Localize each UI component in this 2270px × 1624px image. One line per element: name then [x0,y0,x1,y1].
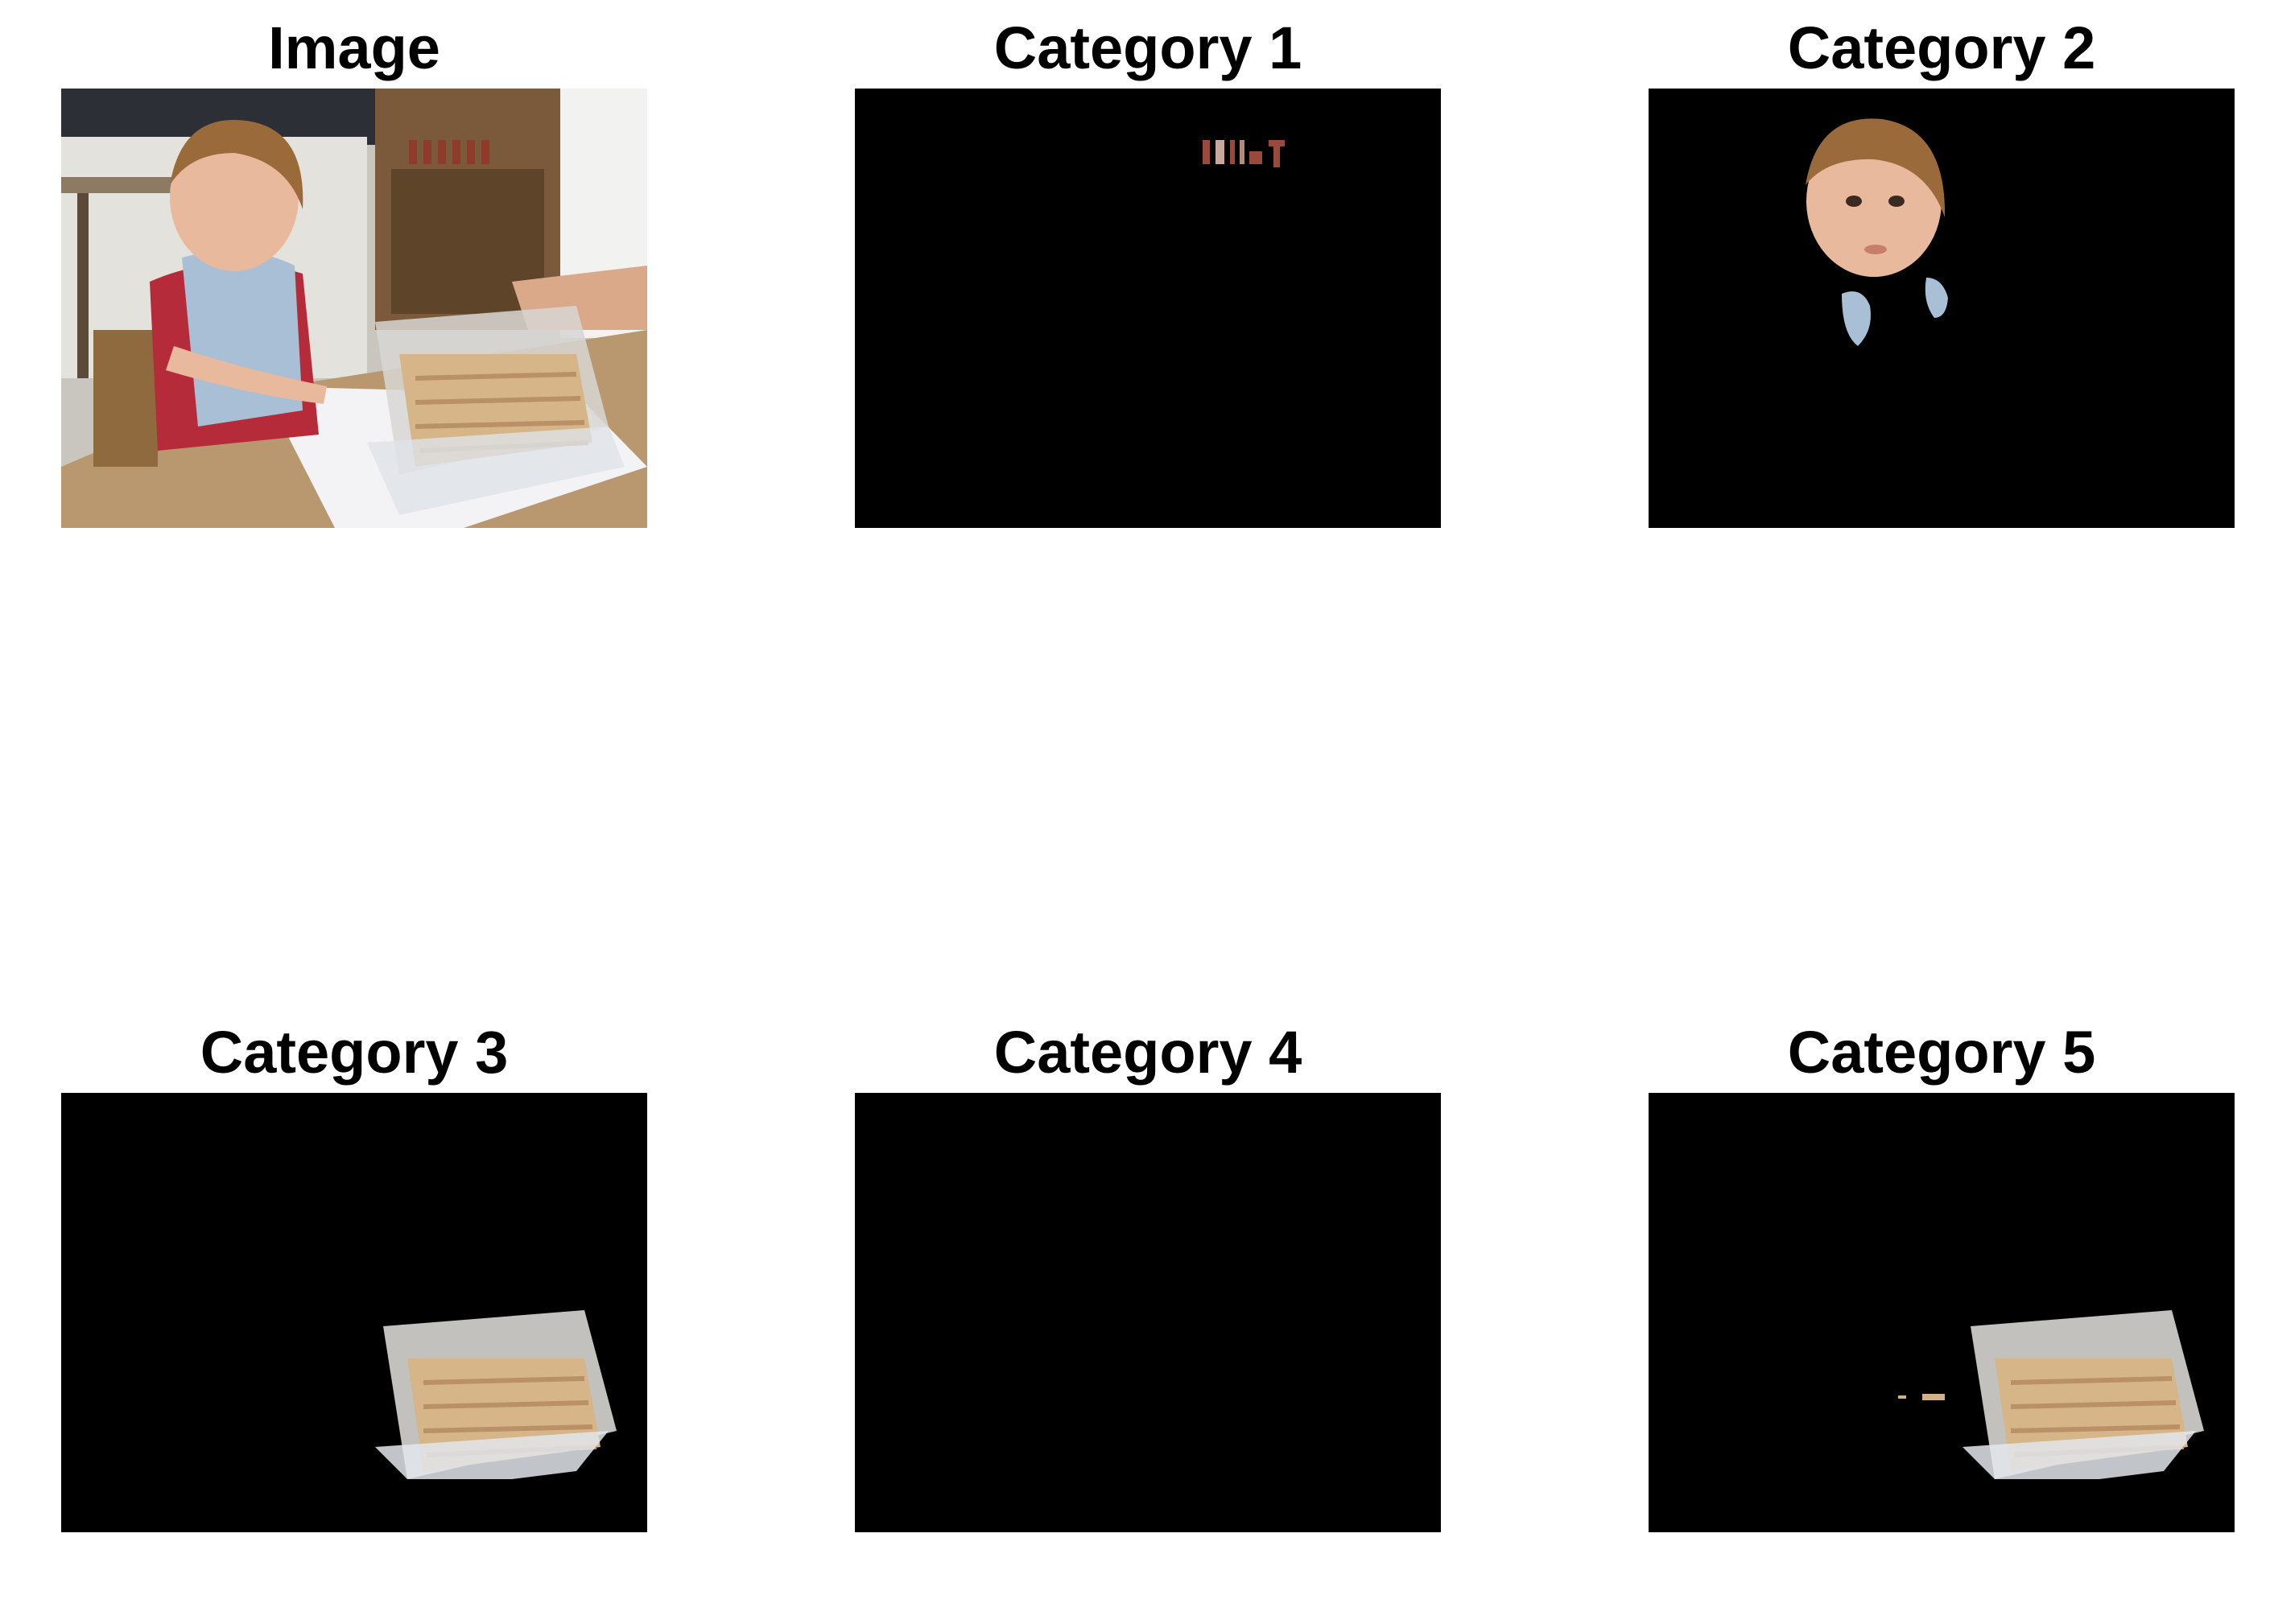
mask-category-3 [61,1093,647,1532]
mask-category-5 [1649,1093,2235,1532]
panel-title: Category 5 [1787,1019,2096,1086]
panel-title: Category 3 [200,1019,509,1086]
panel-title: Image [268,14,440,81]
panel-title: Category 4 [993,1019,1302,1086]
panel-title: Category 2 [1787,14,2096,81]
segmented-letters [1203,140,1285,167]
mask-category-1 [855,89,1441,528]
mask-category-2 [1649,89,2235,528]
photo-original [61,89,647,528]
mask-category-4 [855,1093,1441,1532]
panel-title: Category 1 [993,14,1302,81]
